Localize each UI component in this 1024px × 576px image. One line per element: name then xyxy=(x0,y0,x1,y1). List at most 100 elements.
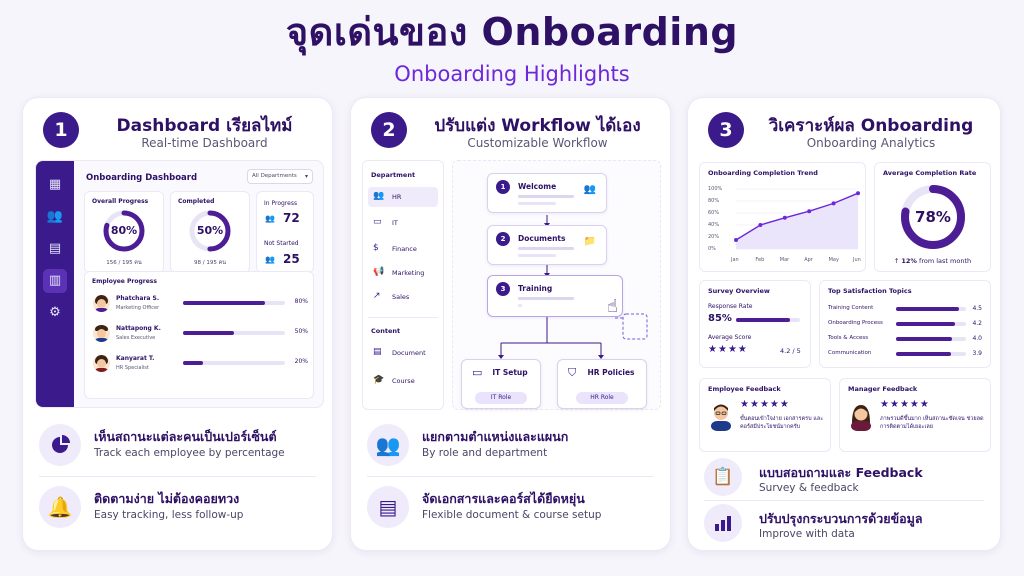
chart-icon[interactable]: ▥ xyxy=(43,269,67,293)
manager-feedback-title: Manager Feedback xyxy=(848,385,918,393)
header: จุดเด่นของ Onboarding Onboarding Highlig… xyxy=(0,4,1024,88)
workflow-step[interactable]: 2 Documents 📁 xyxy=(487,225,607,265)
employee-feedback-card: Employee Feedback ★★★★★ ขั้นตอนเข้าใจง่า… xyxy=(699,378,831,452)
topic-track xyxy=(896,352,966,356)
department-label: Marketing xyxy=(392,269,425,277)
topic-track xyxy=(896,337,966,341)
feature-subtitle: By role and department xyxy=(422,447,548,459)
panel-number: 1 xyxy=(43,112,79,148)
feature-item: ▤ จัดเอกสารและคอร์สได้ยืดหยุ่น Flexible … xyxy=(367,482,654,534)
role-card[interactable]: ⛉ HR Policies HR Role xyxy=(557,359,647,409)
department-item-marketing[interactable]: 📢 Marketing xyxy=(368,263,438,283)
role-card[interactable]: ▭ IT Setup IT Role xyxy=(461,359,541,409)
department-filter-label: All Departments xyxy=(252,173,297,179)
panel-workflow: 2 ปรับแต่ง Workflow ได้เอง Customizable … xyxy=(350,97,671,551)
department-filter[interactable]: All Departments ▾ xyxy=(247,169,313,184)
file-icon[interactable]: ▤ xyxy=(48,241,62,256)
topic-fill xyxy=(896,307,959,311)
dollar-icon: $ xyxy=(373,243,379,253)
topic-label: Communication xyxy=(828,350,872,356)
topic-fill xyxy=(896,352,951,356)
star-icon: ★ xyxy=(909,399,920,410)
employee-role: Sales Executive xyxy=(116,335,156,341)
role-title: HR Policies xyxy=(587,368,635,377)
feature-item: เห็นสถานะแต่ละคนเป็นเปอร์เซ็นต์ Track ea… xyxy=(39,420,316,472)
panel-title: วิเคราะห์ผล Onboarding xyxy=(768,116,974,136)
average-completion-delta: ↑ 12% from last month xyxy=(875,257,990,265)
x-tick-label: Mar xyxy=(779,257,790,263)
panel-analytics: 3 วิเคราะห์ผล Onboarding Onboarding Anal… xyxy=(687,97,1001,551)
x-tick-label: Jun xyxy=(853,257,861,263)
step-label: Welcome xyxy=(518,182,557,191)
department-item-sales[interactable]: ↗ Sales xyxy=(368,287,438,307)
employee-row[interactable]: Kanyarat T. HR Specialist 20% xyxy=(93,352,308,378)
trend-point xyxy=(734,238,738,242)
step-number: 1 xyxy=(496,180,510,194)
content-heading: Content xyxy=(371,327,401,335)
response-rate-fill xyxy=(736,318,791,322)
employee-percent: 80% xyxy=(294,298,308,305)
topic-label: Tools & Access xyxy=(828,335,869,341)
workflow-canvas: 1 Welcome 👥 2 Documents 📁 3 Training ☝ ▭… xyxy=(452,160,661,410)
manager-feedback-card: Manager Feedback ★★★★★ ภาพรวมดีขึ้นมาก เ… xyxy=(839,378,991,452)
star-icon: ★ xyxy=(737,344,748,355)
average-score-value: 4.2 / 5 xyxy=(780,347,801,355)
star-icon: ★ xyxy=(889,399,900,410)
trend-chart xyxy=(734,188,860,250)
grid-icon[interactable]: ▦ xyxy=(48,177,62,192)
people-icon: 👥 xyxy=(367,424,409,466)
feature-title: แบบสอบถามและ Feedback xyxy=(759,465,923,480)
employee-progress-title: Employee Progress xyxy=(92,278,157,285)
star-rating: ★★★★ xyxy=(708,344,748,355)
topic-label: Onboarding Process xyxy=(828,320,883,326)
users-icon[interactable]: 👥 xyxy=(46,209,64,224)
overall-progress-footer: 156 / 195 คน xyxy=(106,260,142,266)
y-tick-label: 0% xyxy=(708,246,716,252)
trend-icon: ↗ xyxy=(373,291,381,301)
x-tick-label: Apr xyxy=(804,257,813,263)
bell-icon: 🔔 xyxy=(39,486,81,528)
feature-subtitle: Track each employee by percentage xyxy=(94,447,285,459)
x-tick-label: May xyxy=(828,257,839,263)
workflow-step[interactable]: 1 Welcome 👥 xyxy=(487,173,607,213)
response-rate-track xyxy=(736,318,800,322)
panel-subtitle: Customizable Workflow xyxy=(467,136,608,150)
department-label: Sales xyxy=(392,293,410,301)
topic-value: 3.9 xyxy=(972,350,982,357)
graduation-cap-icon: 🎓 xyxy=(373,375,385,385)
department-item-it[interactable]: ▭ IT xyxy=(368,213,438,233)
employee-progress-card: Employee Progress Phatchara S. Marketing… xyxy=(84,271,314,399)
feature-title: ติดตามง่าย ไม่ต้องคอยทวง xyxy=(94,491,240,506)
panel-title: Dashboard เรียลไทม์ xyxy=(116,116,293,136)
star-rating: ★★★★★ xyxy=(880,399,930,410)
response-rate-label: Response Rate xyxy=(708,303,753,310)
panel-number: 3 xyxy=(708,112,744,148)
progress-track xyxy=(183,331,285,335)
content-item-course[interactable]: 🎓 Course xyxy=(368,371,438,391)
panel-dashboard: 1 Dashboard เรียลไทม์ Real-time Dashboar… xyxy=(22,97,333,551)
star-icon: ★ xyxy=(759,399,770,410)
completed-value: 50% xyxy=(196,224,224,237)
sub-title: Onboarding Highlights xyxy=(394,62,630,86)
department-item-hr[interactable]: 👥 HR xyxy=(368,187,438,207)
dashboard-body: Onboarding Dashboard All Departments ▾ O… xyxy=(74,161,323,407)
workflow-step[interactable]: 3 Training ☝ xyxy=(487,275,623,317)
employee-row[interactable]: Phatchara S. Marketing Officer 80% xyxy=(93,292,308,318)
y-tick-label: 40% xyxy=(708,222,720,228)
department-item-finance[interactable]: $ Finance xyxy=(368,239,438,259)
completed-label: Completed xyxy=(178,198,215,205)
y-tick-label: 20% xyxy=(708,234,720,240)
gear-icon[interactable]: ⚙ xyxy=(49,305,61,320)
y-tick-label: 60% xyxy=(708,210,720,216)
panel-number: 2 xyxy=(371,112,407,148)
content-item-document[interactable]: ▤ Document xyxy=(368,343,438,363)
overall-ring-svg xyxy=(103,210,145,252)
step-label: Training xyxy=(518,284,553,293)
completed-footer: 98 / 195 คน xyxy=(193,260,227,266)
avatar xyxy=(93,325,110,342)
employee-row[interactable]: Nattapong K. Sales Executive 50% xyxy=(93,322,308,348)
feature-subtitle: Improve with data xyxy=(759,528,855,540)
in-progress-value: 72 xyxy=(283,211,300,225)
content-label: Document xyxy=(392,349,426,357)
main-title: จุดเด่นของ Onboarding xyxy=(285,10,739,54)
